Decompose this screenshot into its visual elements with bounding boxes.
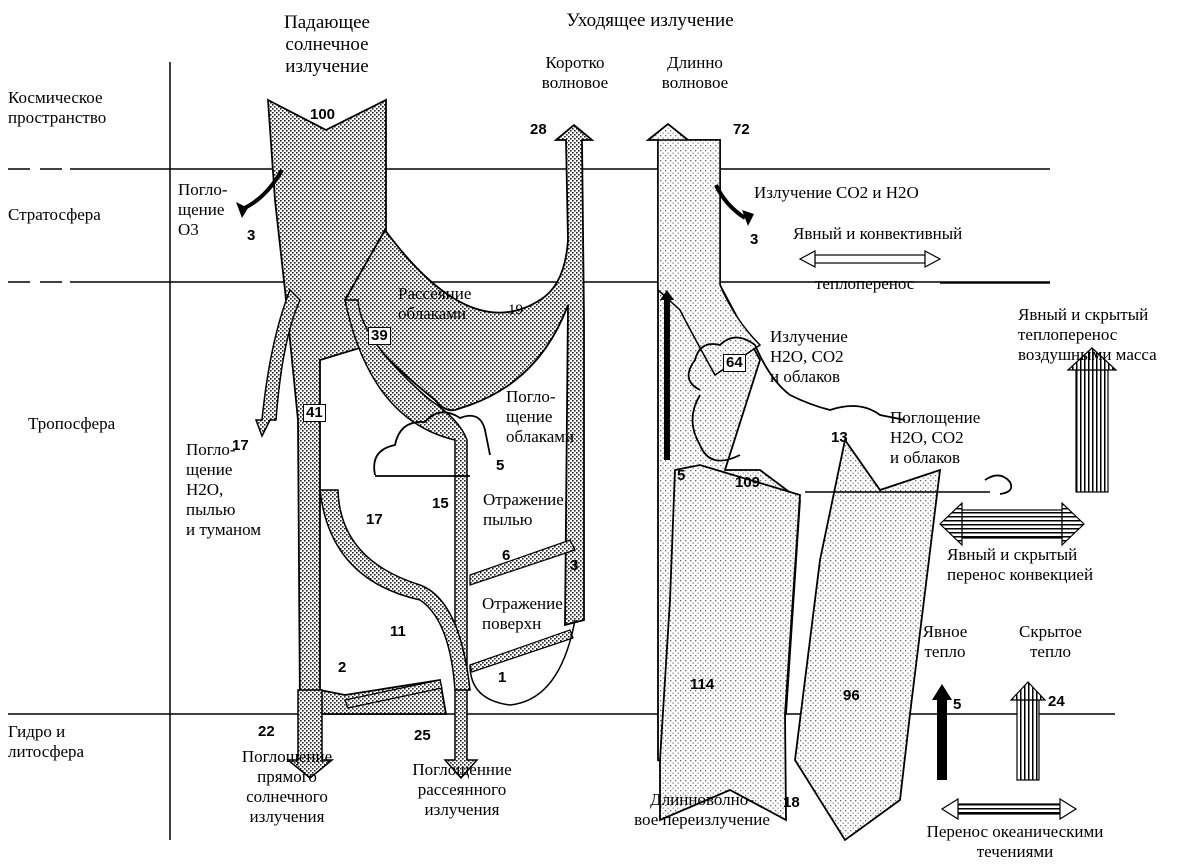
value-direct-41: 41 [303, 404, 326, 422]
value-cloud-scatter: 19 [508, 302, 523, 318]
airmass-transfer-label: Явный и скрытый теплоперенос воздушными … [1018, 305, 1192, 365]
absorption-dust-label: Погло- щение H2O, пылью и туманом [186, 440, 261, 540]
layer-hydro-litho: Гидро и литосфера [8, 722, 84, 762]
dust-reflection-label: Отражение пылью [483, 490, 564, 530]
surface-reflection-label: Отражение поверхн [482, 594, 563, 634]
value-cloud-abs-5: 5 [496, 458, 504, 474]
value-emission-64: 64 [723, 354, 746, 372]
value-shortwave-out: 28 [530, 122, 547, 138]
value-diffuse-25: 25 [414, 728, 431, 744]
heat-transfer-label: теплоперенос [815, 274, 914, 294]
ocean-transport-arrow [942, 799, 1076, 819]
ozone-absorption-label: Погло- щение O3 [178, 180, 228, 240]
value-diffuse-17: 17 [366, 512, 383, 528]
cloud-absorption-hook [985, 475, 1011, 494]
cloud-scattering-label: Рассеяние облаками [398, 284, 471, 324]
layer-troposphere: Тропосфера [28, 414, 115, 434]
convection-transfer-label: Явный и скрытый перенос конвекцией [947, 545, 1093, 585]
value-lw-109: 109 [735, 475, 760, 491]
value-cloud-39: 39 [368, 327, 391, 345]
value-abs-13: 13 [831, 430, 848, 446]
longwave-reemission-label: Длинноволно- вое переизлучение [622, 790, 782, 830]
value-reemission-18: 18 [783, 795, 800, 811]
value-refl-2: 2 [338, 660, 346, 676]
convection-double-arrow [940, 503, 1084, 545]
sensible-convective-label: Явный и конвективный [793, 224, 962, 244]
convective-double-arrow [800, 251, 940, 267]
value-dust-refl-6: 6 [502, 548, 510, 564]
value-latent-24: 24 [1048, 694, 1065, 710]
value-latent-96: 96 [843, 688, 860, 704]
value-incoming: 100 [310, 107, 335, 123]
latent-heat-arrow [1011, 682, 1045, 780]
latent-heat-label: Скрытое тепло [1008, 622, 1093, 662]
shortwave-header: Коротко волновое [520, 53, 630, 93]
outgoing-header: Уходящее излучение [530, 10, 770, 32]
dust-reflection-path [470, 540, 575, 585]
sensible-heat-arrow [932, 684, 952, 780]
value-sensible-5: 5 [953, 697, 961, 713]
cloud-absorption-label: Погло- щение облаками [506, 387, 574, 447]
value-refl-1: 1 [498, 670, 506, 686]
emission-clouds-label: Излучение H2O, CO2 и облаков [770, 327, 848, 387]
sensible-heat-label: Явное тепло [915, 622, 975, 662]
incoming-header: Падающее солнечное излучение [262, 12, 392, 78]
co2-h2o-emission-label: Излучение CO2 и H2O [754, 183, 919, 203]
absorption-clouds2-label: Поглощение H2O, CO2 и облаков [890, 408, 980, 468]
value-h2o-dust-17: 17 [232, 438, 249, 454]
direct-absorption-label: Поглощение прямого солнечного излучения [222, 747, 352, 827]
airmass-vertical-arrow [1068, 348, 1116, 492]
layer-space: Космическое пространство [8, 88, 106, 128]
value-lw-5: 5 [677, 468, 685, 484]
value-ozone: 3 [247, 228, 255, 244]
surface-reflection-path-2 [470, 630, 573, 672]
longwave-header: Длинно волновое [640, 53, 750, 93]
value-dust-15: 15 [432, 496, 449, 512]
value-diffuse-11: 11 [390, 624, 406, 640]
value-longwave-out: 72 [733, 122, 750, 138]
value-surface-114: 114 [690, 677, 714, 693]
surface-emission-114 [660, 465, 800, 820]
ocean-transport-label: Перенос океаническими течениями [915, 822, 1115, 862]
value-direct-22: 22 [258, 724, 275, 740]
diffuse-absorption-label: Поглощенние рассеянного излучения [392, 760, 532, 820]
layer-stratosphere: Стратосфера [8, 205, 101, 225]
value-co2-h2o: 3 [750, 232, 758, 248]
value-surf-refl-3: 3 [570, 558, 578, 574]
